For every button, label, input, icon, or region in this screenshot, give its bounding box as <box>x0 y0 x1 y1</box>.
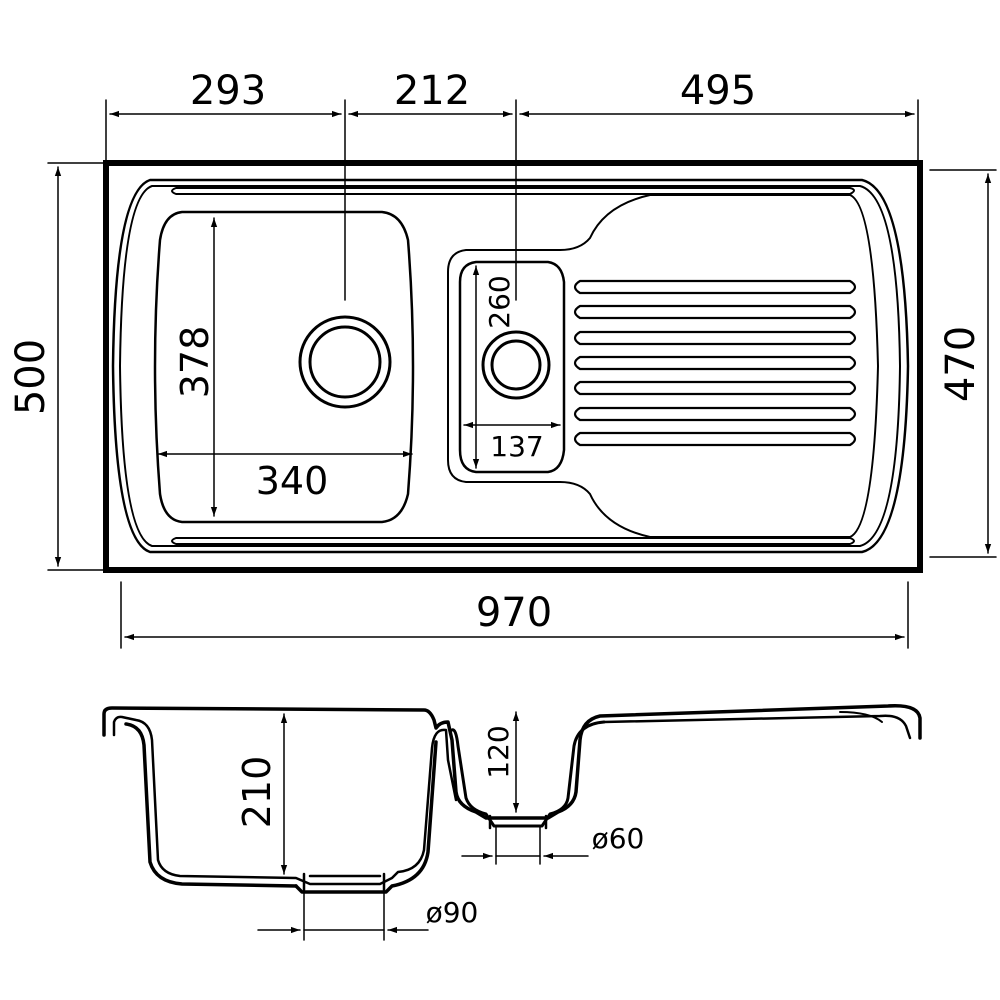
rim-groove-bottom <box>171 537 855 545</box>
drainer-groove <box>573 380 857 396</box>
dim-label-378: 378 <box>173 326 217 399</box>
section-main-drain <box>302 872 386 892</box>
small-bowl <box>458 260 566 474</box>
dim-label-o60: ø60 <box>592 822 645 855</box>
small-drain-inner <box>490 339 542 391</box>
dim-label-210: 210 <box>235 756 279 829</box>
section-drainer-surface <box>602 714 912 740</box>
section-outer-profile <box>102 704 922 820</box>
main-drain-inner <box>308 325 382 399</box>
main-drain-outer <box>298 315 392 409</box>
dim-label-260: 260 <box>483 275 516 328</box>
section-small-drain <box>488 814 548 830</box>
drainer-groove <box>573 406 857 422</box>
section-drainer-rib <box>839 711 883 723</box>
main-bowl <box>153 210 415 524</box>
drainer-groove <box>573 355 857 371</box>
dim-label-340: 340 <box>256 459 329 503</box>
dim-label-470: 470 <box>938 326 984 402</box>
dim-label-o90: ø90 <box>426 896 479 929</box>
dim-label-500: 500 <box>8 339 54 415</box>
dim-label-293: 293 <box>190 68 266 114</box>
small-bowl-surround <box>447 194 879 538</box>
sink-inner-rim <box>111 178 910 554</box>
dim-label-495: 495 <box>680 68 756 114</box>
drainer-groove <box>573 431 857 447</box>
section-main-bowl-wall <box>124 722 298 888</box>
top-view-dimensions: 293 212 495 500 470 970 378 340 260 137 <box>8 68 997 649</box>
dim-label-120: 120 <box>482 725 515 778</box>
sink-section-view <box>102 704 922 894</box>
section-small-bowl <box>450 720 606 828</box>
small-drain-outer <box>481 330 551 400</box>
dim-label-212: 212 <box>394 68 470 114</box>
drainer-groove <box>573 330 857 346</box>
sink-inner-rim-2 <box>119 185 901 547</box>
drainer-groove <box>573 279 857 295</box>
dim-label-137: 137 <box>490 430 543 463</box>
section-inner-profile <box>112 715 458 886</box>
drainer-groove <box>573 304 857 320</box>
section-view-dimensions: 210 120 ø60 ø90 <box>235 711 645 941</box>
dim-label-970: 970 <box>476 590 552 636</box>
section-main-bowl-floor <box>294 740 438 894</box>
sink-top-view <box>103 160 923 573</box>
sink-outline <box>103 160 923 573</box>
rim-groove-top <box>171 187 855 195</box>
drainer-grooves <box>573 279 857 447</box>
